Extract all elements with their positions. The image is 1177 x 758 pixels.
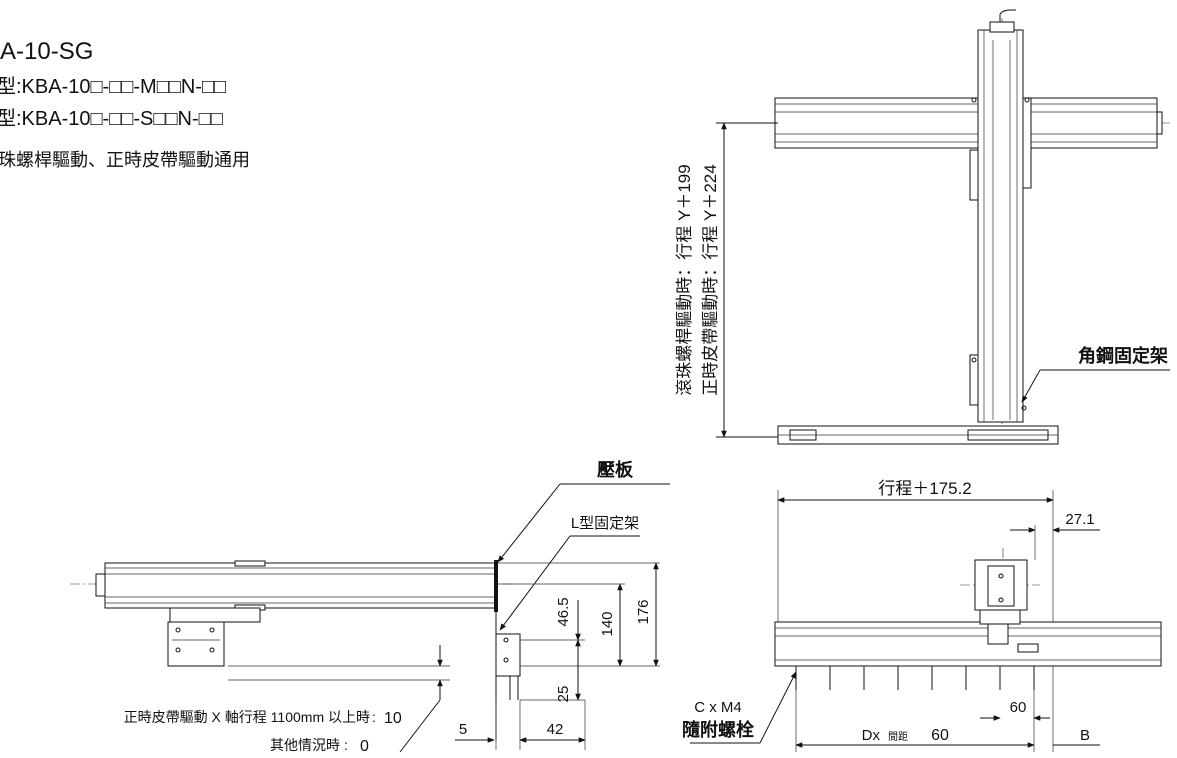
y-axis-beam	[977, 29, 1024, 423]
model-code-m: 型:KBA-10□-□□-M□□N-□□	[0, 76, 227, 98]
belt-condition-note: 正時皮帶驅動 X 軸行程 1100mm 以上時	[124, 709, 370, 725]
model-code-s: 型:KBA-10□-□□-S□□N-□□	[0, 108, 223, 130]
x-motor-cap	[1156, 111, 1163, 135]
angle-bracket-label: 角鋼固定架	[1078, 345, 1168, 366]
lower-bracket	[969, 354, 979, 406]
other-condition-note: 其他情況時	[270, 737, 340, 753]
side-beam	[104, 562, 496, 609]
l-bracket	[495, 633, 521, 677]
stroke-label-ballscrew: 滾珠螺桿驅動時：行程 Y＋199	[675, 164, 694, 395]
bolt-label: 隨附螺栓	[682, 719, 754, 740]
side-bracket-left	[969, 149, 979, 201]
pressure-plate	[494, 560, 498, 612]
side-motor-cap	[95, 573, 106, 597]
bolt-count-label: C x M4	[694, 699, 742, 716]
front-bolts	[795, 666, 1035, 690]
dim-dx-prefix: Dx	[862, 727, 881, 744]
belt-offset-value: 10	[384, 710, 402, 727]
pressure-plate-label: 壓板	[597, 459, 634, 480]
dim-176: 176	[635, 599, 652, 624]
dim-b: B	[1080, 727, 1090, 744]
front-beam	[774, 621, 1162, 667]
dim-25: 25	[555, 686, 572, 703]
dim-stroke-175-2: 行程＋175.2	[878, 479, 972, 498]
cable	[999, 9, 1016, 22]
stroke-label-belt: 正時皮帶驅動時：行程 Y＋224	[701, 164, 720, 395]
dim-46-5: 46.5	[555, 597, 572, 626]
dim-dx-pitch: 間距	[888, 731, 908, 743]
drive-note: 珠螺桿驅動、正時皮帶驅動通用	[0, 150, 250, 171]
l-bracket-label: L型固定架	[571, 515, 639, 532]
front-view: 行程＋175.2 27.1 Dx 間距 60 60 B C x M4 隨附螺栓	[682, 479, 1162, 752]
dim-42: 42	[547, 721, 564, 738]
dim-dx-value: 60	[931, 727, 949, 744]
svg-text::: :	[344, 737, 348, 753]
other-offset-value: 0	[360, 738, 369, 755]
dim-5: 5	[459, 721, 467, 738]
y-motor-cap	[989, 21, 1015, 33]
svg-text::: :	[372, 709, 376, 725]
side-slider-block	[167, 621, 225, 667]
side-bracket-right	[1022, 97, 1032, 189]
dim-27-1: 27.1	[1065, 511, 1094, 528]
dim-140: 140	[599, 611, 616, 636]
dim-60: 60	[1010, 699, 1027, 716]
x-axis-beam	[774, 97, 1158, 149]
model-title: BA-10-SG	[0, 38, 94, 65]
side-view: 壓板 L型固定架 176 140 46.5 25 5 42 正時皮帶驅動 X	[70, 459, 670, 755]
top-view: 滾珠螺桿驅動時：行程 Y＋199 正時皮帶驅動時：行程 Y＋224 角鋼固定架	[675, 9, 1170, 445]
